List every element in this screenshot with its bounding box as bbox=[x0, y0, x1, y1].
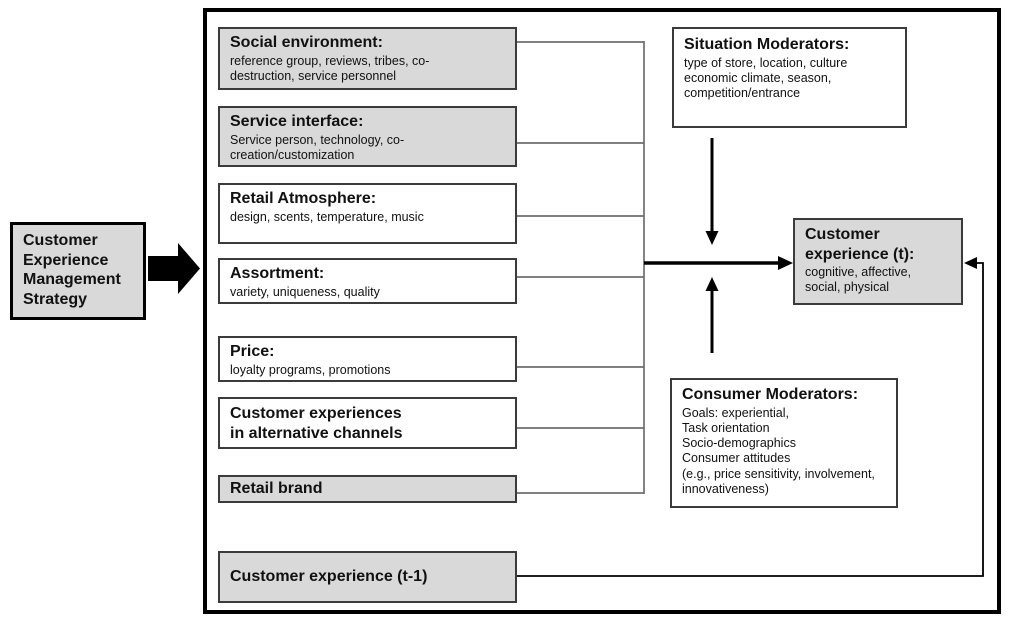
consumer-moderators-items: Goals: experiential, Task orientation So… bbox=[682, 405, 875, 496]
situation-moderators-title: Situation Moderators: bbox=[684, 36, 850, 53]
price-items: loyalty programs, promotions bbox=[230, 362, 391, 377]
service-interface-items: Service person, technology, co- creation… bbox=[230, 132, 405, 162]
box-retail-atmosphere: Retail Atmosphere: design, scents, tempe… bbox=[218, 183, 517, 244]
cem-strategy-label: Customer Experience Management Strategy bbox=[23, 232, 121, 308]
assortment-items: variety, uniqueness, quality bbox=[230, 284, 380, 299]
box-customer-experience-t: Customer experience (t): cognitive, affe… bbox=[793, 218, 963, 305]
customer-experience-t-title: Customer experience (t): bbox=[805, 226, 915, 263]
social-environment-items: reference group, reviews, tribes, co- de… bbox=[230, 53, 430, 83]
box-retail-brand: Retail brand bbox=[218, 475, 517, 503]
box-customer-experience-t-1: Customer experience (t-1) bbox=[218, 551, 517, 603]
box-price: Price: loyalty programs, promotions bbox=[218, 336, 517, 382]
retail-brand-title: Retail brand bbox=[230, 480, 323, 497]
box-alternative-channels: Customer experiences in alternative chan… bbox=[218, 397, 517, 449]
box-cem-strategy: Customer Experience Management Strategy bbox=[10, 222, 146, 320]
box-social-environment: Social environment: reference group, rev… bbox=[218, 27, 517, 90]
box-service-interface: Service interface: Service person, techn… bbox=[218, 106, 517, 167]
retail-atmosphere-items: design, scents, temperature, music bbox=[230, 209, 424, 224]
assortment-title: Assortment: bbox=[230, 265, 325, 282]
alternative-channels-title: Customer experiences in alternative chan… bbox=[230, 405, 403, 442]
model-outer-frame bbox=[203, 8, 1001, 614]
service-interface-title: Service interface: bbox=[230, 113, 364, 130]
price-title: Price: bbox=[230, 343, 275, 360]
consumer-moderators-title: Consumer Moderators: bbox=[682, 386, 859, 403]
box-assortment: Assortment: variety, uniqueness, quality bbox=[218, 258, 517, 304]
customer-experience-t-items: cognitive, affective, social, physical bbox=[805, 265, 912, 295]
box-situation-moderators: Situation Moderators: type of store, loc… bbox=[672, 27, 907, 128]
situation-moderators-items: type of store, location, culture economi… bbox=[684, 55, 848, 101]
social-environment-title: Social environment: bbox=[230, 34, 383, 51]
retail-atmosphere-title: Retail Atmosphere: bbox=[230, 190, 377, 207]
box-consumer-moderators: Consumer Moderators: Goals: experiential… bbox=[670, 378, 898, 508]
customer-experience-t-1-label: Customer experience (t-1) bbox=[230, 568, 428, 585]
strategy-block-arrow bbox=[148, 243, 200, 294]
